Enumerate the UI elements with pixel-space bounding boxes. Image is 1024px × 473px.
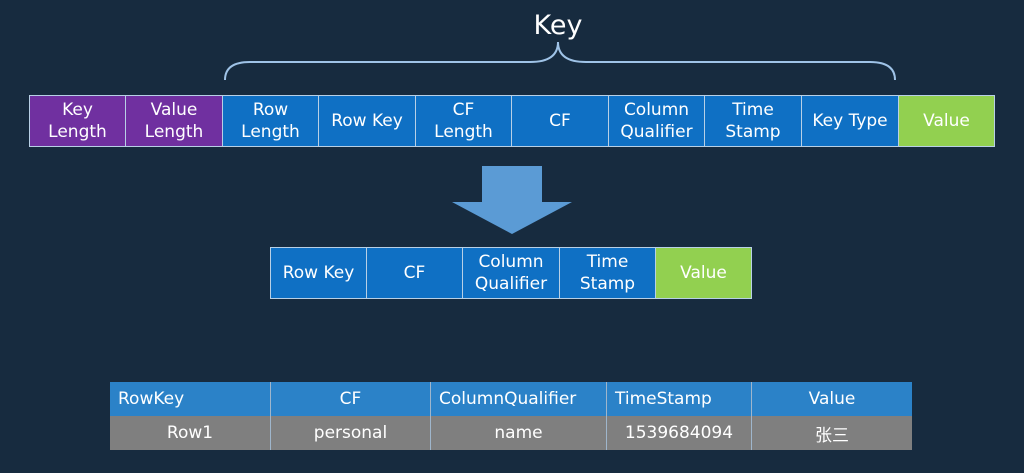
row-length-cell: Row Length <box>223 95 319 147</box>
header-cf: CF <box>271 382 431 416</box>
example-table: RowKey CF ColumnQualifier TimeStamp Valu… <box>110 382 912 450</box>
key-type-cell: Key Type <box>802 95 899 147</box>
header-rowkey: RowKey <box>110 382 271 416</box>
cf-length-cell: CF Length <box>416 95 512 147</box>
cf-cell: CF <box>367 247 463 299</box>
column-qualifier-cell: Column Qualifier <box>609 95 705 147</box>
header-columnqualifier: ColumnQualifier <box>431 382 607 416</box>
header-value: Value <box>808 389 856 409</box>
value-cell: Value <box>899 95 995 147</box>
column-qualifier-cell: Column Qualifier <box>463 247 560 299</box>
row-key-cell: Row Key <box>319 95 416 147</box>
cell-cf: personal <box>271 416 431 450</box>
row-key-cell: Row Key <box>270 247 367 299</box>
cell-value: 张三 <box>815 425 849 446</box>
key-length-cell: Key Length <box>29 95 126 147</box>
time-stamp-cell: Time Stamp <box>705 95 802 147</box>
key-title: Key <box>533 10 583 41</box>
keyvalue-structure-row: Key Length Value Length Row Length Row K… <box>29 95 995 147</box>
cf-cell: CF <box>512 95 609 147</box>
value-cell: Value <box>656 247 752 299</box>
table-header-row: RowKey CF ColumnQualifier TimeStamp Valu… <box>110 382 912 416</box>
cell-rowkey: Row1 <box>110 416 271 450</box>
time-stamp-cell: Time Stamp <box>560 247 656 299</box>
key-brace <box>224 41 896 81</box>
table-row: Row1 personal name 1539684094 张三 <box>110 416 912 450</box>
down-arrow-icon <box>452 166 572 234</box>
cell-timestamp: 1539684094 <box>607 416 752 450</box>
value-length-cell: Value Length <box>126 95 223 147</box>
cell-columnqualifier: name <box>431 416 607 450</box>
header-timestamp: TimeStamp <box>607 382 752 416</box>
simplified-structure-row: Row Key CF Column Qualifier Time Stamp V… <box>270 247 752 299</box>
